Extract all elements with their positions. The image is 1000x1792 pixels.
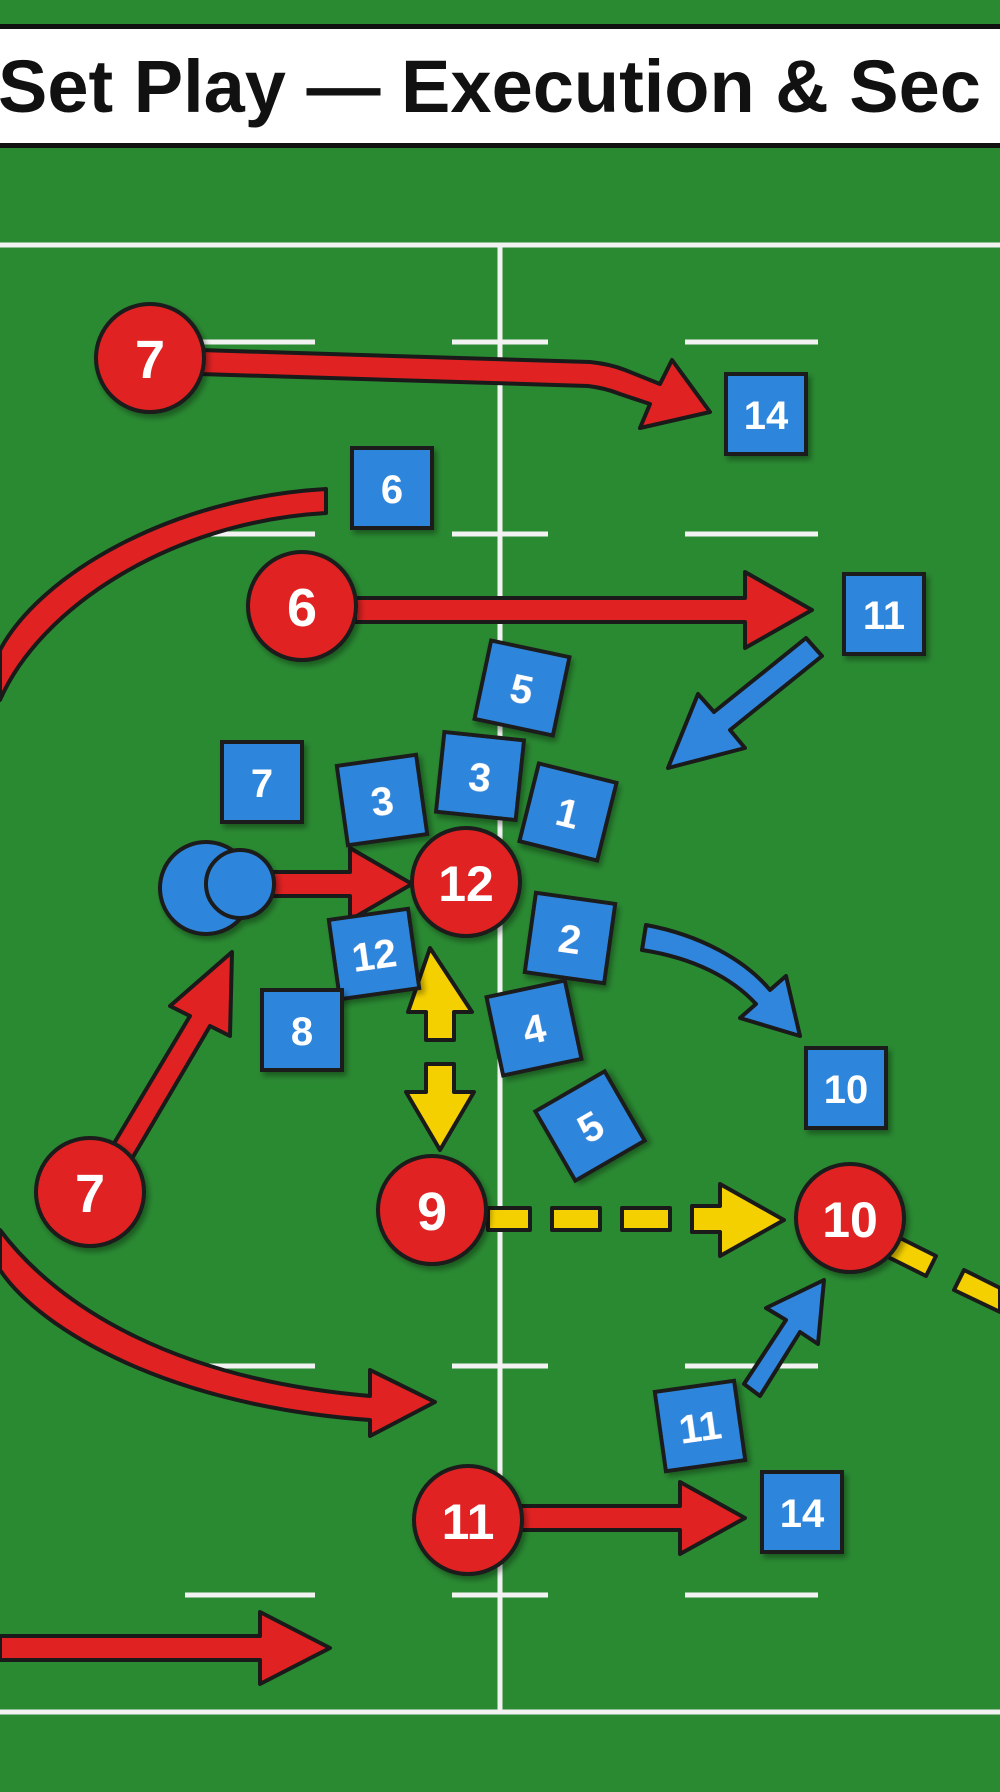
run-arrow	[353, 570, 814, 650]
defender-square	[724, 372, 808, 456]
defender-number: 8	[291, 1010, 313, 1054]
defender-def-10: 10	[804, 1046, 888, 1130]
defender-def-7: 7	[220, 740, 304, 824]
defender-def-14-low: 14	[760, 1470, 844, 1554]
pass-dash	[620, 1206, 672, 1232]
defender-number: 7	[251, 762, 273, 806]
attacker-number: 7	[135, 330, 165, 390]
defender-number: 14	[780, 1492, 825, 1536]
defender-number: 3	[466, 755, 493, 801]
page-title: Set Play — Execution & Sec	[0, 45, 981, 128]
defender-number: 6	[381, 468, 403, 512]
defender-square	[472, 638, 572, 738]
attacker-number: 7	[75, 1164, 105, 1224]
field-lines	[0, 242, 1000, 1715]
attacker-number: 11	[442, 1494, 495, 1550]
defender-def-11-top: 11	[842, 572, 926, 656]
attacker-circle	[376, 1154, 488, 1266]
attacker-att-9: 9	[376, 1154, 488, 1266]
attacker-att-11: 11	[412, 1464, 524, 1576]
pass-arrow	[406, 946, 474, 1042]
attacker-att-7-top: 7	[94, 302, 206, 414]
defender-square	[517, 761, 619, 863]
defender-def-12: 12	[326, 906, 422, 1002]
defender-square	[433, 729, 527, 823]
defender-def-2: 2	[522, 890, 618, 986]
attacker-att-12: 12	[410, 826, 522, 938]
attacker-number: 10	[822, 1192, 878, 1248]
pass-moves	[404, 946, 1000, 1314]
defender-square	[220, 740, 304, 824]
attacker-att-7-left: 7	[34, 1136, 146, 1248]
attack-runs	[0, 348, 814, 1686]
def-move-arrow	[742, 1278, 826, 1398]
run-arrow	[518, 1480, 747, 1556]
pass-dash	[550, 1206, 602, 1232]
def-move-arrow	[640, 923, 802, 1038]
defender-number: 14	[744, 394, 789, 438]
defender-number: 12	[349, 931, 399, 981]
pass-dash	[486, 1206, 532, 1232]
defender-def-3-left: 3	[334, 752, 430, 848]
loop-run-arrow	[0, 487, 328, 702]
attacker-circle	[410, 826, 522, 938]
attacker-circle	[34, 1136, 146, 1248]
run-arrow	[0, 1610, 332, 1686]
defense-moves	[640, 636, 826, 1398]
attacker-circle	[794, 1162, 906, 1274]
attacker-circle	[412, 1464, 524, 1576]
attacker-circle	[94, 302, 206, 414]
defender-square	[532, 1068, 648, 1184]
pass-dash	[952, 1268, 1000, 1314]
loop-run-arrow-lower	[0, 1228, 437, 1438]
defender-def-14-top: 14	[724, 372, 808, 456]
defender-def-3-mid: 3	[433, 729, 527, 823]
defender-number: 11	[863, 594, 905, 638]
def-move-arrow	[666, 636, 824, 770]
defender-def-1: 1	[517, 761, 619, 863]
defender-def-8: 8	[260, 988, 344, 1072]
attacker-number: 12	[438, 856, 494, 912]
defender-square	[522, 890, 618, 986]
defender-square	[334, 752, 430, 848]
defender-def-5-top: 5	[472, 638, 572, 738]
attacker-number: 9	[417, 1182, 447, 1242]
attacker-number: 6	[287, 578, 317, 638]
pass-arrow	[404, 1062, 476, 1152]
defender-square	[260, 988, 344, 1072]
defender-number: 11	[676, 1403, 724, 1452]
pass-arrow	[690, 1182, 786, 1258]
defender-def-6: 6	[350, 446, 434, 530]
attacker-att-10: 10	[794, 1162, 906, 1274]
defender-square	[350, 446, 434, 530]
ball-carrier	[158, 840, 276, 936]
defender-def-4: 4	[484, 978, 584, 1078]
defender-square	[484, 978, 584, 1078]
defender-square	[842, 572, 926, 656]
run-arrow	[198, 348, 712, 430]
title-banner: Set Play — Execution & Sec	[0, 24, 1000, 148]
defender-square	[804, 1046, 888, 1130]
defender-square	[326, 906, 422, 1002]
attacker-circle	[246, 550, 358, 662]
run-arrow	[108, 950, 234, 1164]
defender-number: 10	[824, 1068, 869, 1112]
defender-def-5-low: 5	[532, 1068, 648, 1184]
defender-square	[652, 1378, 748, 1474]
attacker-att-6: 6	[246, 550, 358, 662]
defender-square	[760, 1470, 844, 1554]
defender-def-11-low: 11	[652, 1378, 748, 1474]
